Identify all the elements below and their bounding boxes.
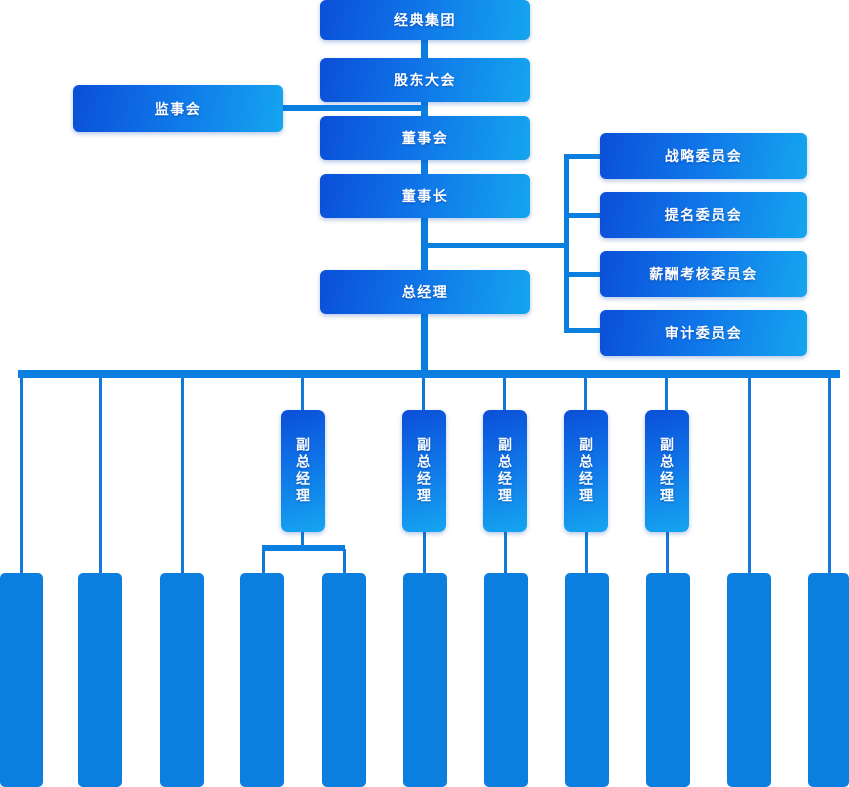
bus-drop-department-10 [748,378,751,574]
connector-spine-to-committee-bus [425,243,569,248]
node-department-5[interactable] [322,573,366,787]
node-department-4[interactable] [240,573,284,787]
node-committee-audit[interactable]: 审计委员会 [600,310,807,356]
bus-drop-deputy-3 [503,378,506,411]
node-committee-nomination-label: 提名委员会 [664,207,743,223]
node-deputy-gm-5-label: 副总经理 [659,437,675,505]
bus-drop-department-3 [181,378,184,574]
node-board-of-directors-label: 董事会 [401,130,449,146]
node-deputy-gm-1-label: 副总经理 [295,437,311,505]
node-chairman[interactable]: 董事长 [320,174,530,218]
deputy-1-sub-bus [262,545,345,551]
connector-committee-nomination [564,213,602,218]
node-deputy-gm-4-label: 副总经理 [578,437,594,505]
node-committee-nomination[interactable]: 提名委员会 [600,192,807,238]
node-group-label: 经典集团 [394,12,456,28]
node-department-3[interactable] [160,573,204,787]
node-committee-strategy-label: 战略委员会 [664,148,743,164]
deputy-3-drop [504,532,507,574]
deputy-1-drop-right [343,549,346,574]
node-deputy-gm-2-label: 副总经理 [416,437,432,505]
node-shareholders-meeting[interactable]: 股东大会 [320,58,530,102]
node-committee-audit-label: 审计委员会 [664,325,743,341]
node-group[interactable]: 经典集团 [320,0,530,40]
connector-committee-strategy [564,154,602,159]
connector-committee-compensation [564,272,602,277]
bus-drop-deputy-2 [422,378,425,411]
node-committee-strategy[interactable]: 战略委员会 [600,133,807,179]
connector-board-to-chairman [421,158,428,176]
main-horizontal-bus [18,370,840,378]
node-department-8[interactable] [565,573,609,787]
deputy-1-drop-left [262,549,265,574]
node-deputy-gm-3-label: 副总经理 [497,437,513,505]
node-department-2[interactable] [78,573,122,787]
node-general-manager-label: 总经理 [401,284,449,300]
connector-committee-audit [564,328,602,333]
node-deputy-gm-3[interactable]: 副总经理 [483,410,527,532]
node-general-manager[interactable]: 总经理 [320,270,530,314]
node-shareholders-meeting-label: 股东大会 [394,72,456,88]
bus-drop-deputy-4 [584,378,587,411]
node-department-10[interactable] [727,573,771,787]
bus-drop-deputy-5 [665,378,668,411]
node-deputy-gm-1[interactable]: 副总经理 [281,410,325,532]
connector-group-to-shareholders [421,38,428,60]
deputy-5-drop [666,532,669,574]
node-department-6[interactable] [403,573,447,787]
node-department-11[interactable] [808,573,849,787]
deputy-1-stem [301,532,304,546]
node-committee-compensation[interactable]: 薪酬考核委员会 [600,251,807,297]
committee-vertical-rail [564,154,569,333]
node-department-7[interactable] [484,573,528,787]
connector-gm-to-bus [421,312,428,376]
bus-drop-department-11 [828,378,831,574]
node-deputy-gm-4[interactable]: 副总经理 [564,410,608,532]
deputy-2-drop [423,532,426,574]
node-department-9[interactable] [646,573,690,787]
node-board-of-supervisors[interactable]: 监事会 [73,85,283,132]
connector-supervisors-to-spine [280,105,426,111]
node-board-of-directors[interactable]: 董事会 [320,116,530,160]
node-department-1[interactable] [0,573,43,787]
node-deputy-gm-2[interactable]: 副总经理 [402,410,446,532]
node-board-of-supervisors-label: 监事会 [154,100,202,117]
node-chairman-label: 董事长 [401,188,449,204]
connector-chairman-to-gm [421,216,428,272]
bus-drop-department-1 [20,378,23,574]
node-deputy-gm-5[interactable]: 副总经理 [645,410,689,532]
bus-drop-department-2 [99,378,102,574]
node-committee-compensation-label: 薪酬考核委员会 [649,266,758,282]
deputy-4-drop [585,532,588,574]
bus-drop-deputy-1 [301,378,304,411]
